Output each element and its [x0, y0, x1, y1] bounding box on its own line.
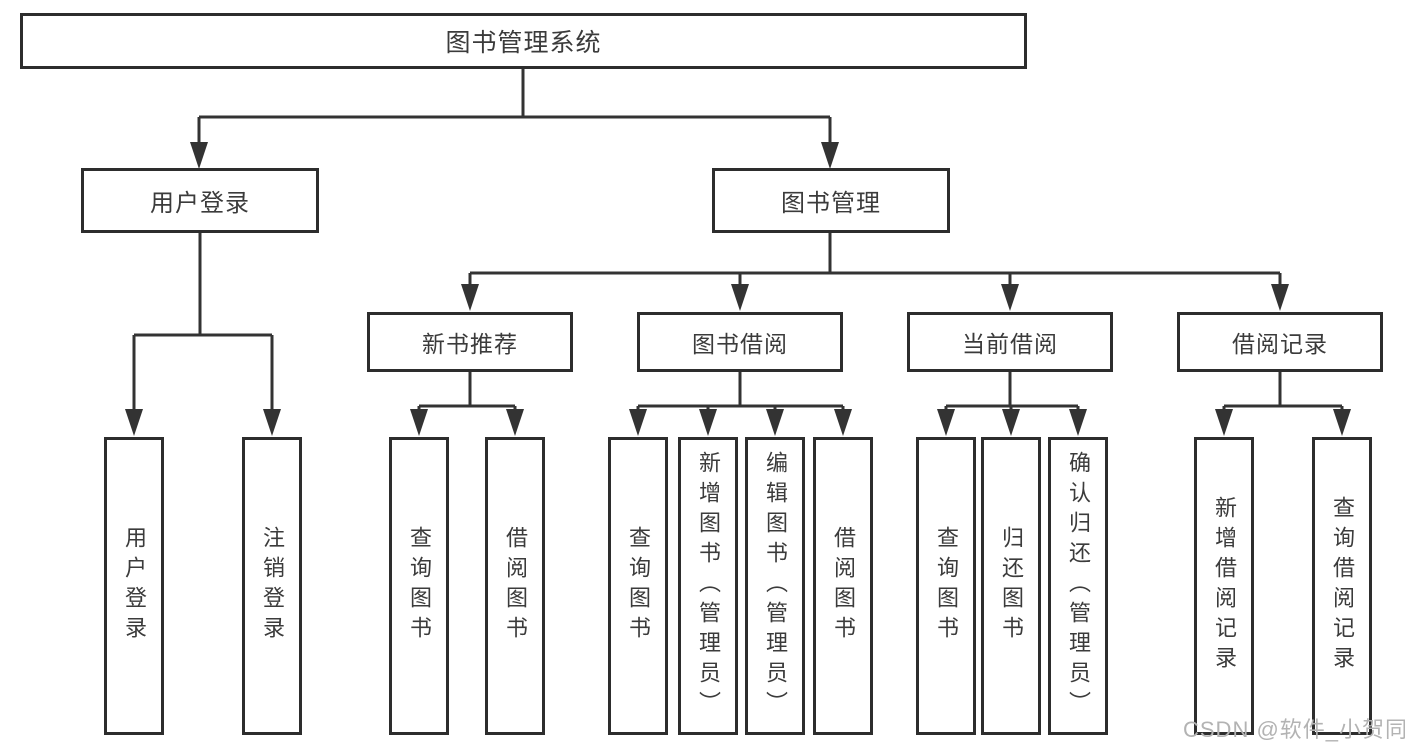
leaf-add-borrow-record: 新增借阅记录: [1194, 437, 1254, 735]
leaf-borrow-books-borrowing: 借阅图书: [813, 437, 873, 735]
leaf-logout: 注销登录: [242, 437, 302, 735]
leaf-query-books-current: 查询图书: [916, 437, 976, 735]
node-user-login-branch: 用户登录: [81, 168, 319, 233]
node-book-management-branch: 图书管理: [712, 168, 950, 233]
leaf-user-login: 用户登录: [104, 437, 164, 735]
node-new-book-recommend: 新书推荐: [367, 312, 573, 372]
leaf-query-books-borrowing: 查询图书: [608, 437, 668, 735]
node-borrowing-records: 借阅记录: [1177, 312, 1383, 372]
leaf-borrow-books-recommend: 借阅图书: [485, 437, 545, 735]
node-current-borrowing: 当前借阅: [907, 312, 1113, 372]
leaf-confirm-return-admin: 确认归还（管理员）: [1048, 437, 1108, 735]
leaf-query-borrow-record: 查询借阅记录: [1312, 437, 1372, 735]
leaf-return-books: 归还图书: [981, 437, 1041, 735]
csdn-watermark: CSDN @软件_小贺同学: [1183, 717, 1405, 742]
node-root-system: 图书管理系统: [20, 13, 1027, 69]
node-book-borrowing: 图书借阅: [637, 312, 843, 372]
leaf-query-books-recommend: 查询图书: [389, 437, 449, 735]
leaf-add-books-admin: 新增图书（管理员）: [678, 437, 738, 735]
leaf-edit-books-admin: 编辑图书（管理员）: [745, 437, 805, 735]
